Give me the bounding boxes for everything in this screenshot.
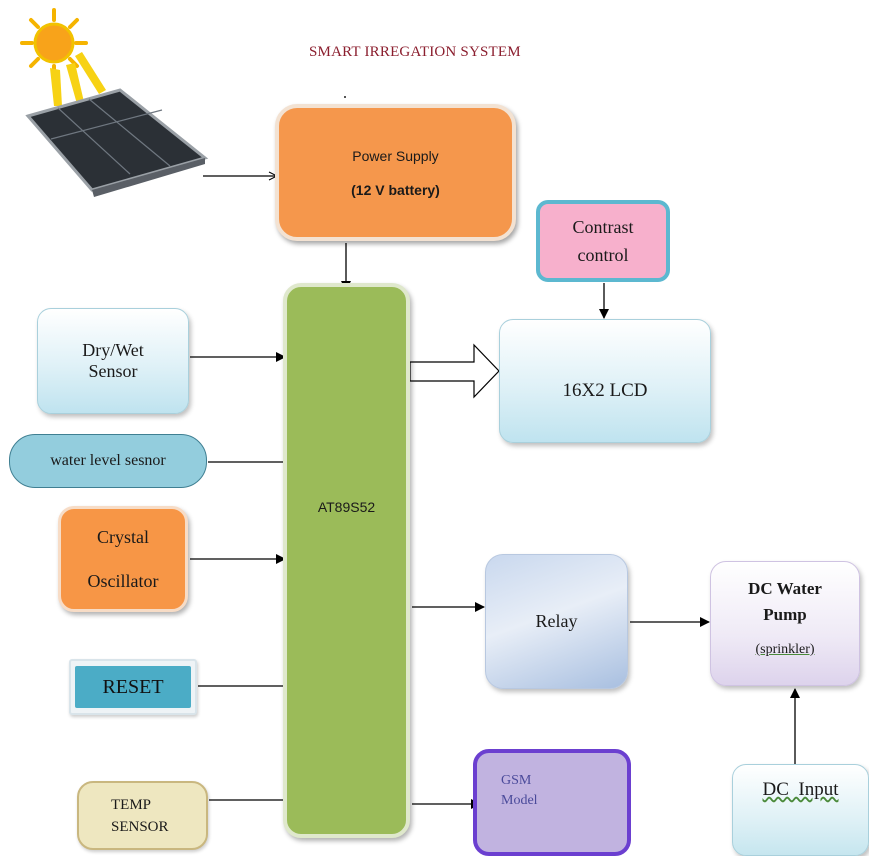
relay-block: Relay	[485, 554, 628, 689]
pump-label-1: DC Water	[748, 579, 822, 598]
microcontroller-block: AT89S52	[283, 283, 410, 838]
sun-icon	[20, 8, 88, 78]
lcd-block: 16X2 LCD	[499, 319, 711, 443]
dry-wet-sensor-block: Dry/Wet Sensor	[37, 308, 189, 414]
power-supply-block: Power Supply (12 V battery)	[275, 104, 516, 241]
solar-illustration	[20, 8, 209, 197]
crystal-label-1: Crystal	[97, 527, 149, 547]
gsm-label-2: Model	[501, 793, 538, 808]
lcd-label: 16X2 LCD	[562, 380, 648, 401]
dry-wet-label-1: Dry/Wet	[82, 340, 144, 360]
pump-label-2: Pump	[763, 605, 807, 624]
dry-wet-label-2: Sensor	[88, 361, 138, 381]
crystal-label-2: Oscillator	[87, 571, 159, 591]
gsm-label-1: GSM	[501, 773, 532, 788]
relay-label: Relay	[535, 611, 578, 631]
dot-mark	[344, 96, 346, 98]
power-supply-battery-label: (12 V battery)	[351, 181, 440, 198]
diagram-title: SMART IRREGATION SYSTEM	[309, 44, 521, 60]
block-arrow-mcu-to-lcd	[409, 343, 500, 399]
reset-block: RESET	[69, 659, 197, 715]
temp-sensor-block: TEMP SENSOR	[77, 781, 208, 850]
gsm-module-block: GSM Model	[473, 749, 631, 856]
microcontroller-label: AT89S52	[317, 499, 376, 515]
contrast-control-block: Contrast control	[536, 200, 670, 282]
sun-rays	[50, 52, 106, 106]
water-level-sensor-block: water level sesnor	[9, 434, 207, 488]
contrast-label-1: Contrast	[572, 217, 634, 237]
dc-input-label: DC Input	[762, 779, 839, 800]
solar-panel-icon	[25, 88, 209, 197]
pump-label-3: (sprinkler)	[755, 642, 815, 657]
power-supply-label: Power Supply	[352, 147, 439, 164]
water-pump-block: DC Water Pump (sprinkler)	[710, 561, 860, 686]
contrast-label-2: control	[577, 245, 629, 265]
temp-label-2: SENSOR	[111, 818, 169, 835]
water-level-label: water level sesnor	[50, 452, 166, 469]
reset-label: RESET	[75, 666, 191, 708]
crystal-oscillator-block: Crystal Oscillator	[58, 506, 188, 612]
dc-input-block: DC Input	[732, 764, 869, 856]
temp-label-1: TEMP	[111, 796, 152, 813]
